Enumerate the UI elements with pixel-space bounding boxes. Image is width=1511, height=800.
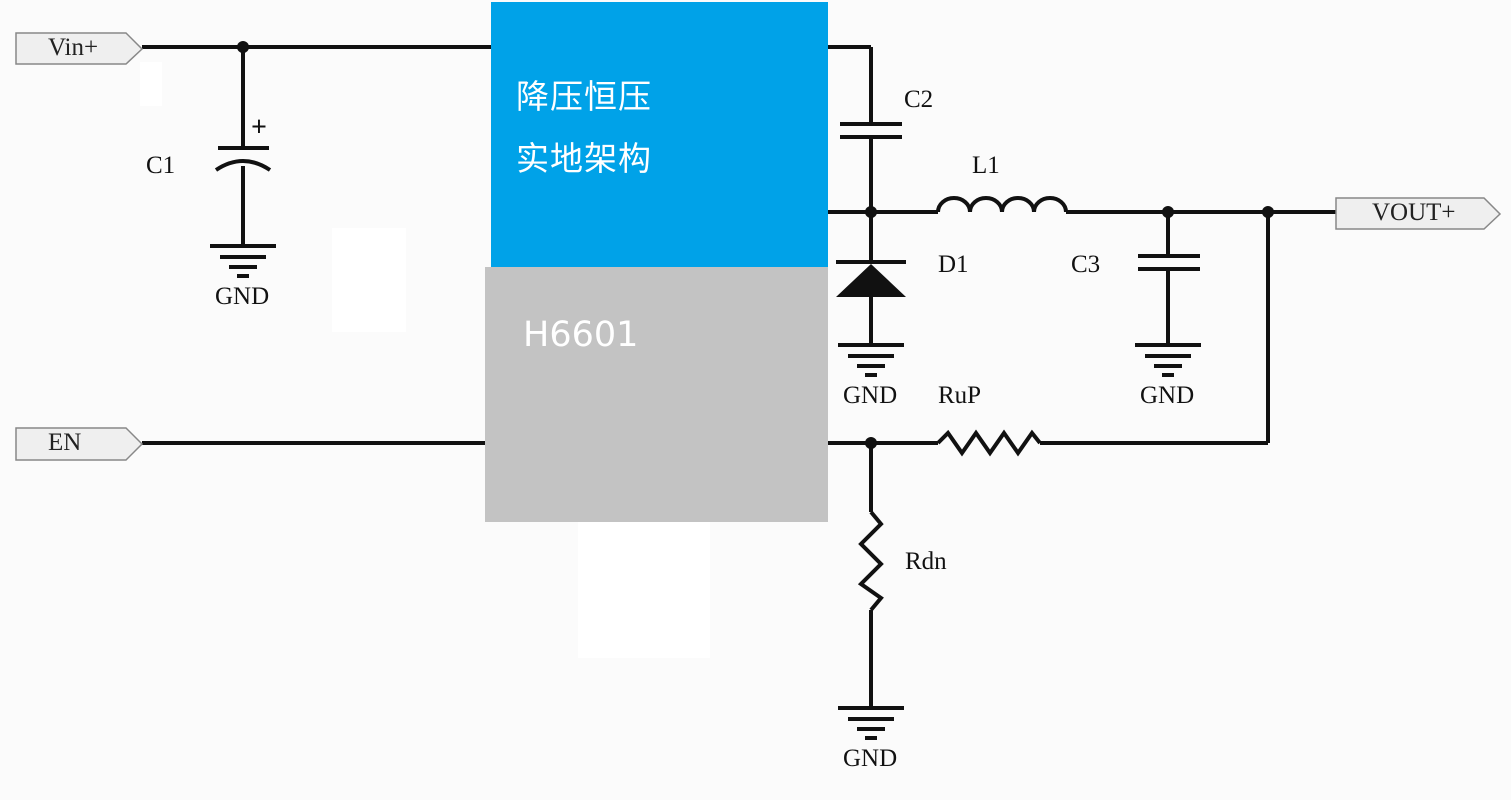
gnd-label-c3: GND (1140, 382, 1195, 409)
resistor-rup (936, 429, 1042, 457)
gnd-label-c1: GND (215, 283, 270, 310)
junction-dot (1262, 206, 1274, 218)
d1-label: D1 (938, 251, 969, 278)
c3-label: C3 (1071, 251, 1101, 278)
l1-label: L1 (972, 152, 1000, 179)
rup-label: RuP (938, 382, 982, 409)
ic-bottom-block (485, 267, 828, 522)
ic-function-line2: 实地架构 (516, 139, 652, 178)
port-vin-shape (15, 32, 144, 65)
ic-function-line1: 降压恒压 (516, 77, 652, 116)
gnd-label-rdn: GND (843, 745, 898, 772)
port-vout-shape (1335, 197, 1502, 230)
port-vin-label: Vin+ (48, 34, 99, 61)
c1-plate-curved (214, 159, 272, 172)
c1-label: C1 (146, 152, 176, 179)
ic-top-block (491, 2, 828, 267)
port-en-shape (15, 427, 144, 461)
diode-triangle (836, 264, 906, 297)
c2-label: C2 (904, 86, 934, 113)
junction-dot (237, 41, 249, 53)
c1-polarity-mark: + (251, 112, 267, 143)
port-en-label: EN (48, 429, 82, 456)
port-vout-label: VOUT+ (1372, 199, 1456, 226)
background-patch (140, 62, 162, 106)
ic-part-number: H6601 (523, 315, 639, 355)
background-patch (578, 522, 710, 658)
junction-dot (865, 206, 877, 218)
resistor-rdn (857, 510, 884, 612)
junction-dot (1162, 206, 1174, 218)
junction-dot (865, 437, 877, 449)
gnd-label-d1: GND (843, 382, 898, 409)
inductor-coil (936, 196, 1068, 213)
rdn-label: Rdn (905, 548, 947, 575)
background-patch (332, 228, 406, 332)
